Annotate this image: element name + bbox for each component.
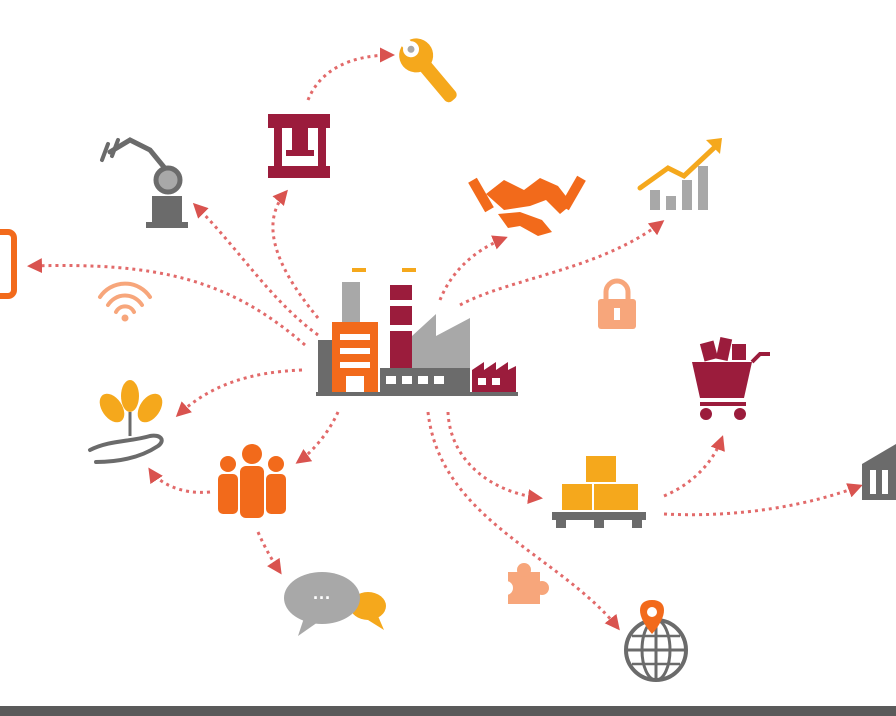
arrow-factory-to-handshake: [438, 235, 508, 301]
chat-bubble-text: ···: [313, 588, 331, 608]
industrial-press-icon: [268, 114, 330, 178]
lock-icon: [598, 278, 636, 329]
arrow-factory-to-people: [295, 411, 340, 464]
arrow-factory-to-device: [27, 258, 306, 347]
robot-arm-icon: [100, 137, 188, 228]
plant-hand-icon: [88, 380, 164, 464]
chat-bubbles-icon: ···: [284, 572, 386, 636]
boxes-pallet-icon: [552, 456, 646, 528]
puzzle-piece-icon: [499, 563, 549, 604]
arrow-boxes-to-cart: [663, 435, 725, 498]
arrow-people-to-plant: [148, 467, 211, 494]
arrow-factory-to-plant: [175, 368, 303, 418]
wrench-icon: [396, 33, 457, 103]
factory-icon: [316, 268, 518, 396]
arrow-boxes-to-store: [663, 483, 863, 517]
people-group-icon: [218, 444, 286, 518]
arrow-press-to-wrench: [306, 47, 395, 101]
arrow-factory-to-chart: [459, 220, 665, 307]
arrow-people-to-chat: [256, 531, 282, 575]
arrow-factory-to-boxes: [446, 411, 543, 505]
wifi-icon: [98, 281, 152, 322]
arrow-factory-to-globe: [426, 411, 620, 631]
connector-arrows: [27, 47, 863, 631]
arrow-factory-to-press: [271, 189, 320, 319]
arrow-factory-to-robot: [192, 202, 319, 337]
growth-chart-icon: [637, 138, 722, 210]
storefront-icon: [862, 444, 896, 500]
bottom-border-bar: [0, 706, 896, 716]
device-icon: [0, 229, 17, 299]
globe-pin-icon: [624, 600, 688, 682]
shopping-cart-icon: [692, 336, 770, 420]
handshake-icon: [468, 175, 586, 236]
